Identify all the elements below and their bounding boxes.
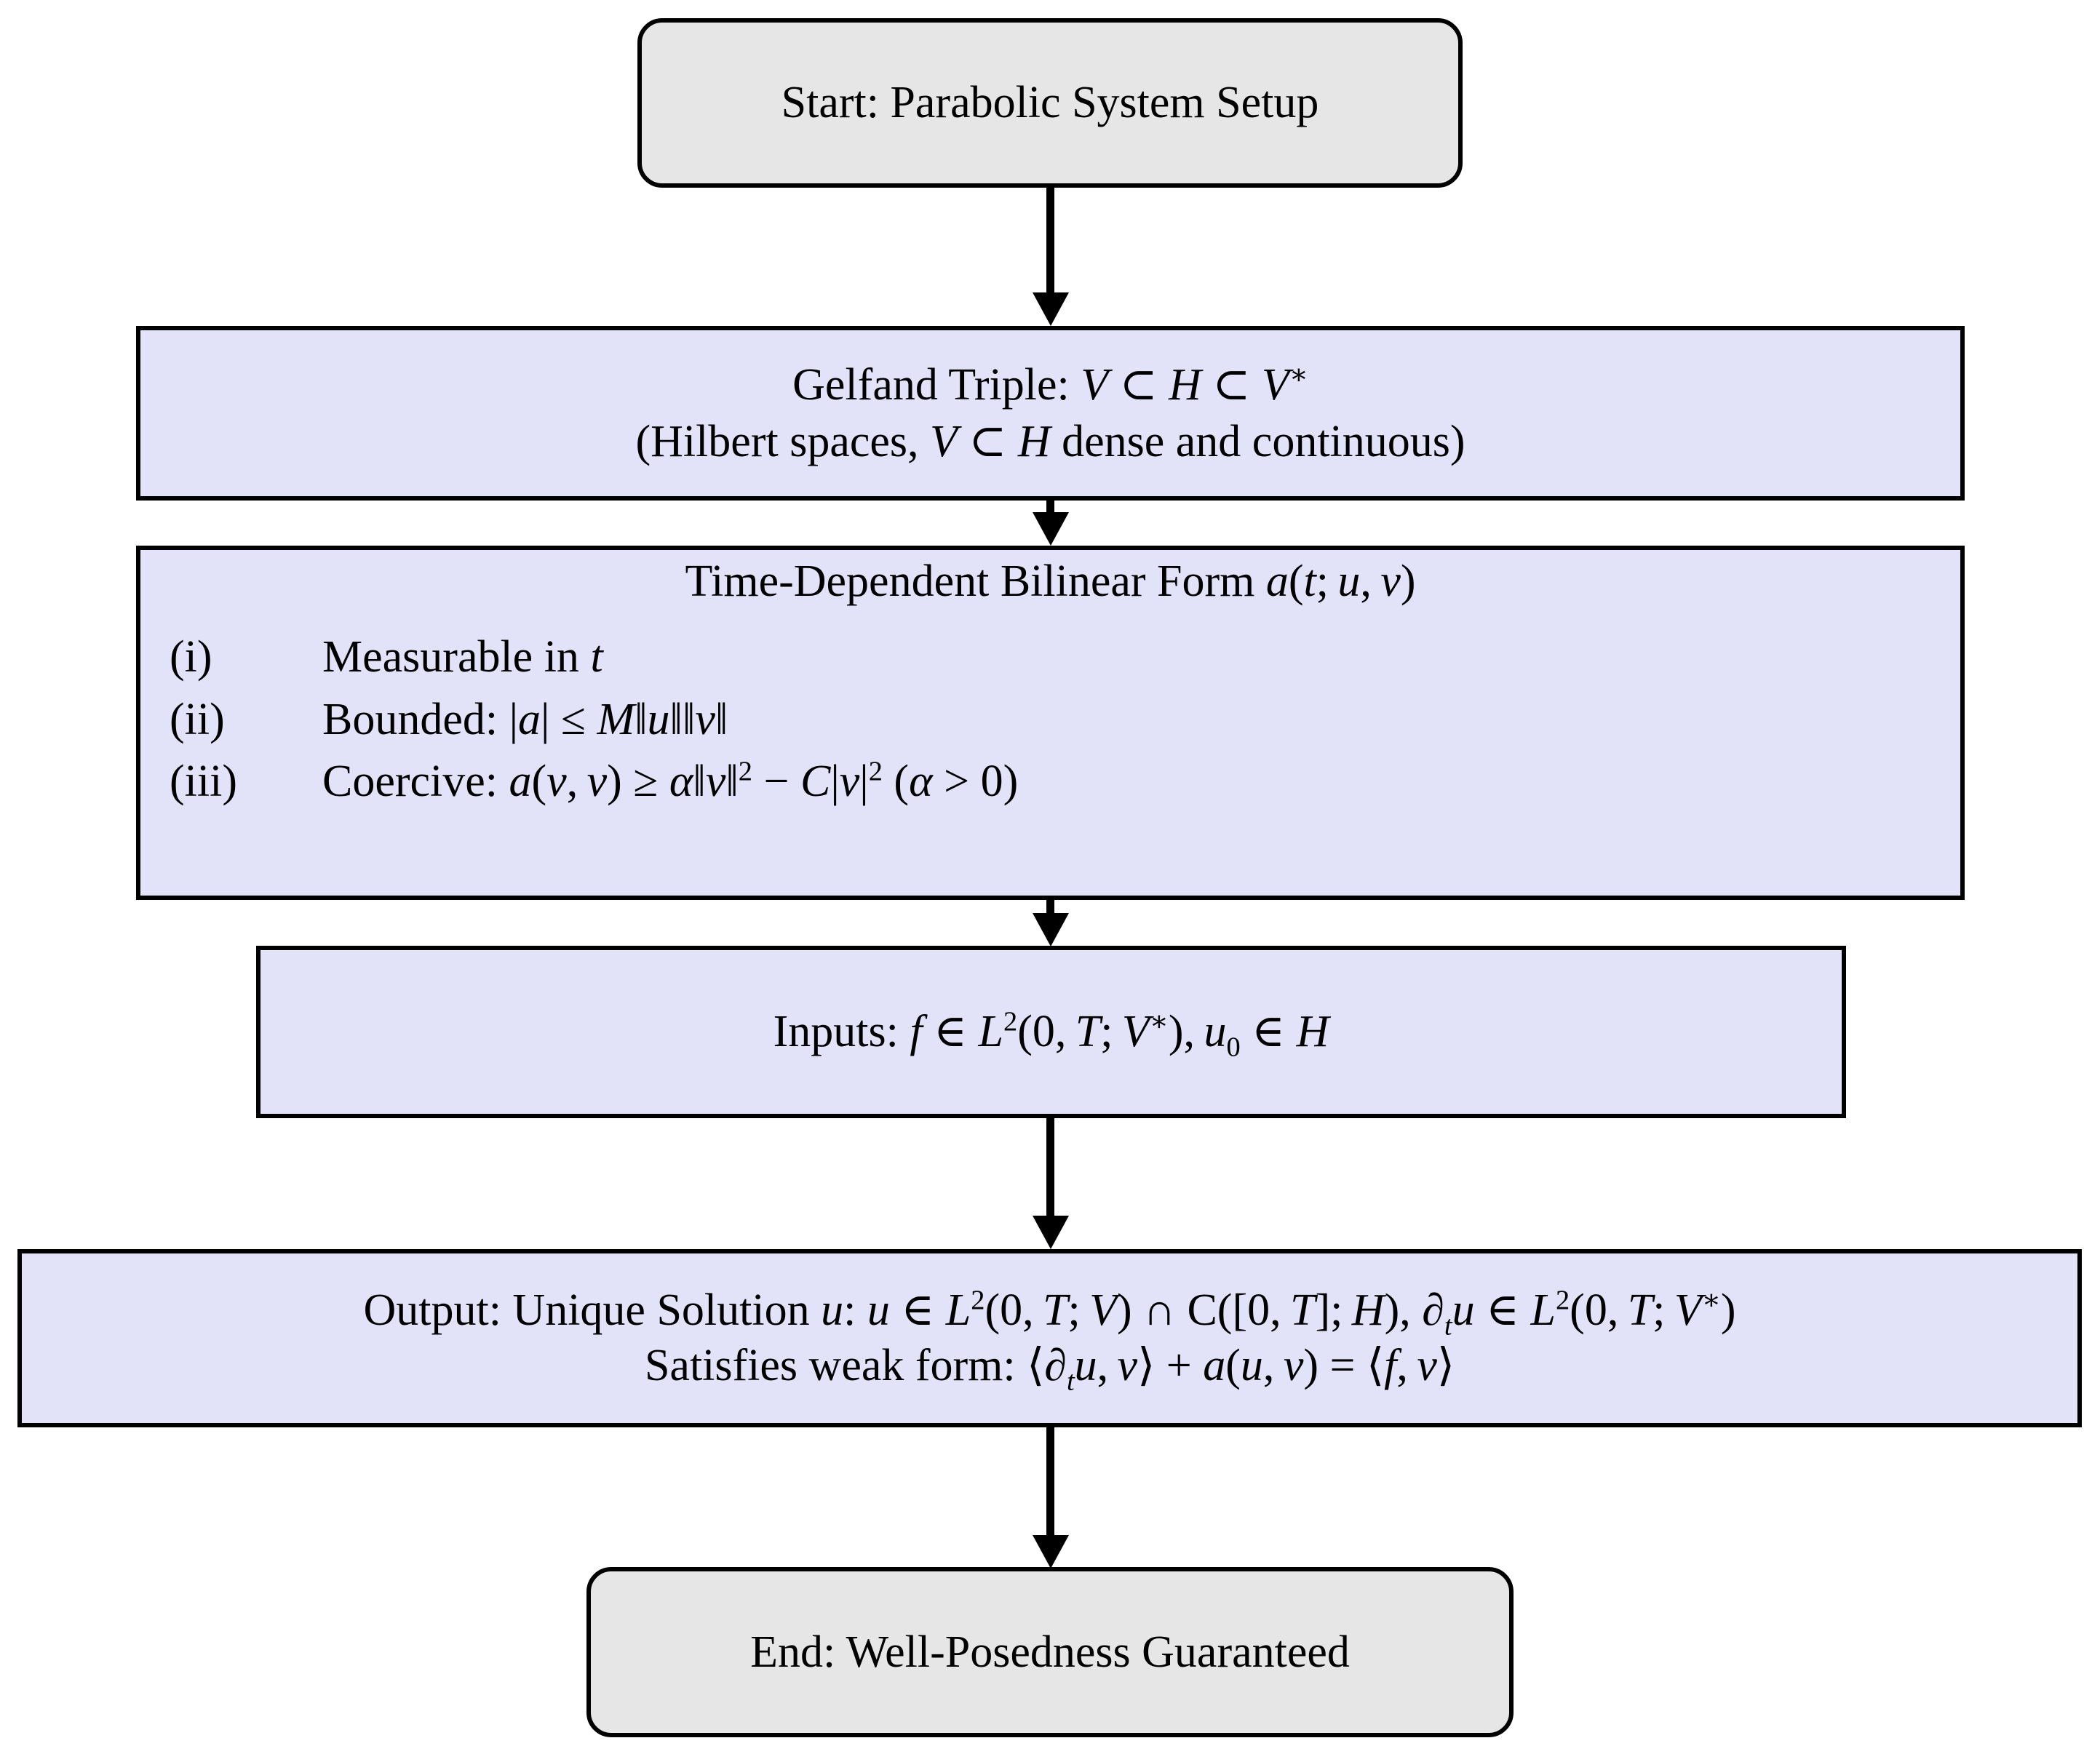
node-gelfand-line-2: (Hilbert spaces, V ⊂ H dense and continu… (635, 417, 1465, 466)
node-gelfand-line-1: Gelfand Triple: V ⊂ H ⊂ V∗ (792, 359, 1308, 410)
bilinear-condition-label: (i) (170, 632, 212, 682)
bilinear-condition-list: (i) Measurable in t (ii) Bounded: |a| ≤ … (140, 626, 1960, 813)
node-gelfand-triple[interactable]: Gelfand Triple: V ⊂ H ⊂ V∗ (Hilbert spac… (136, 326, 1965, 501)
node-start-line-1: Start: Parabolic System Setup (781, 78, 1319, 128)
bilinear-condition-label: (iii) (170, 757, 237, 807)
node-output-line-1: Output: Unique Solution u: u ∈ L2(0, T; … (363, 1285, 1736, 1342)
node-start[interactable]: Start: Parabolic System Setup (637, 18, 1463, 188)
node-bilinear-form[interactable]: Time-Dependent Bilinear Form a(t; u, v) … (136, 546, 1965, 900)
bilinear-condition-item: (iii) Coercive: a(v, v) ≥ α‖v‖2 − C|v|2 … (170, 751, 1960, 813)
node-output[interactable]: Output: Unique Solution u: u ∈ L2(0, T; … (17, 1249, 2082, 1427)
node-end[interactable]: End: Well-Posedness Guaranteed (586, 1567, 1514, 1737)
bilinear-condition-text: Measurable in t (322, 632, 603, 682)
bilinear-condition-label: (ii) (170, 694, 225, 744)
bilinear-condition-text: Bounded: |a| ≤ M‖u‖‖v‖ (322, 694, 728, 744)
node-end-line-1: End: Well-Posedness Guaranteed (750, 1627, 1350, 1677)
node-inputs[interactable]: Inputs: f ∈ L2(0, T; V∗), u0 ∈ H (256, 946, 1846, 1118)
node-bilinear-heading: Time-Dependent Bilinear Form a(t; u, v) (685, 557, 1416, 606)
bilinear-condition-item: (ii) Bounded: |a| ≤ M‖u‖‖v‖ (170, 689, 1960, 752)
bilinear-condition-item: (i) Measurable in t (170, 626, 1960, 689)
node-output-line-2: Satisfies weak form: ⟨∂tu, v⟩ + a(u, v) … (644, 1340, 1455, 1396)
bilinear-condition-text: Coercive: a(v, v) ≥ α‖v‖2 − C|v|2 (α > 0… (322, 756, 1019, 807)
node-inputs-line-1: Inputs: f ∈ L2(0, T; V∗), u0 ∈ H (773, 1006, 1329, 1063)
